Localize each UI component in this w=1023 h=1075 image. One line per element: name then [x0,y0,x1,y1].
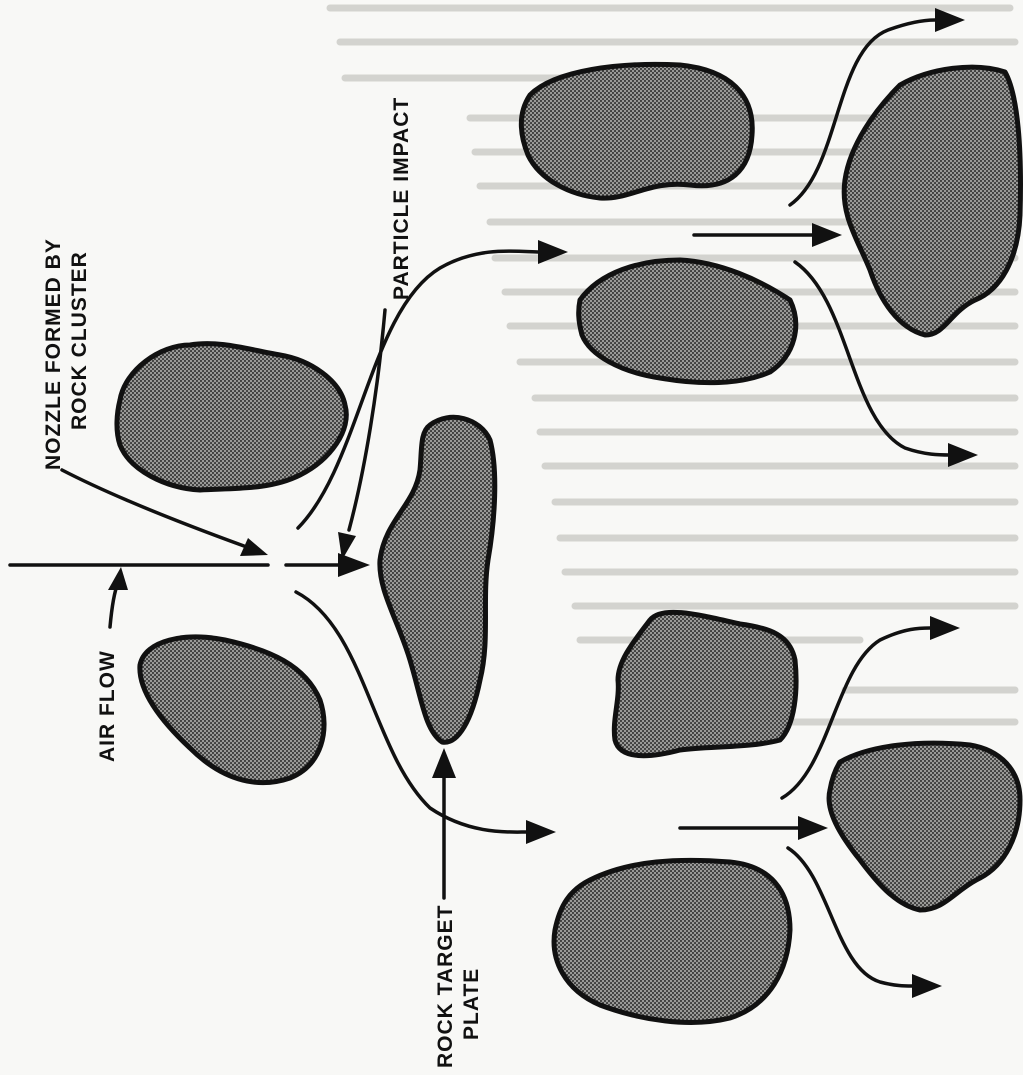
rock-far-right-upper [844,67,1020,335]
rock-nozzle-bottom [140,637,324,783]
flow-ur-up-arrowhead [935,8,965,32]
label-nozzle-line2: ROCK CLUSTER [68,251,91,430]
label-rock-target-line2: PLATE [460,968,483,1040]
flow-upper-arrowhead [538,240,568,264]
flow-lower-arrowhead [526,820,556,844]
label-particle-impact: PARTICLE IMPACT [390,97,413,300]
flow-lr-straight-arrowhead [798,816,828,840]
flow-ur-straight-arrowhead [812,223,842,247]
rock-lower-right-b [554,860,790,1022]
rock-nozzle-top [117,344,346,490]
flow-ur-down-arrowhead [948,443,978,467]
label-rock-target-line1: ROCK TARGET [434,905,457,1068]
rock-upper-right-b [579,260,796,383]
rock-target-plate [380,417,495,742]
leader-nozzle-arrowhead [240,538,268,556]
label-air-flow: AIR FLOW [96,650,119,762]
flow-lr-up-arrowhead [930,616,960,640]
rock-lower-right-a [614,612,796,755]
flow-lr-down-arrowhead [912,974,942,998]
rock-upper-right-a [521,64,752,198]
leader-rock-target-arrowhead [432,748,456,778]
rock-far-right-lower [829,743,1020,910]
leader-air-flow-arrowhead [108,567,128,590]
label-nozzle-line1: NOZZLE FORMED BY [42,238,65,470]
